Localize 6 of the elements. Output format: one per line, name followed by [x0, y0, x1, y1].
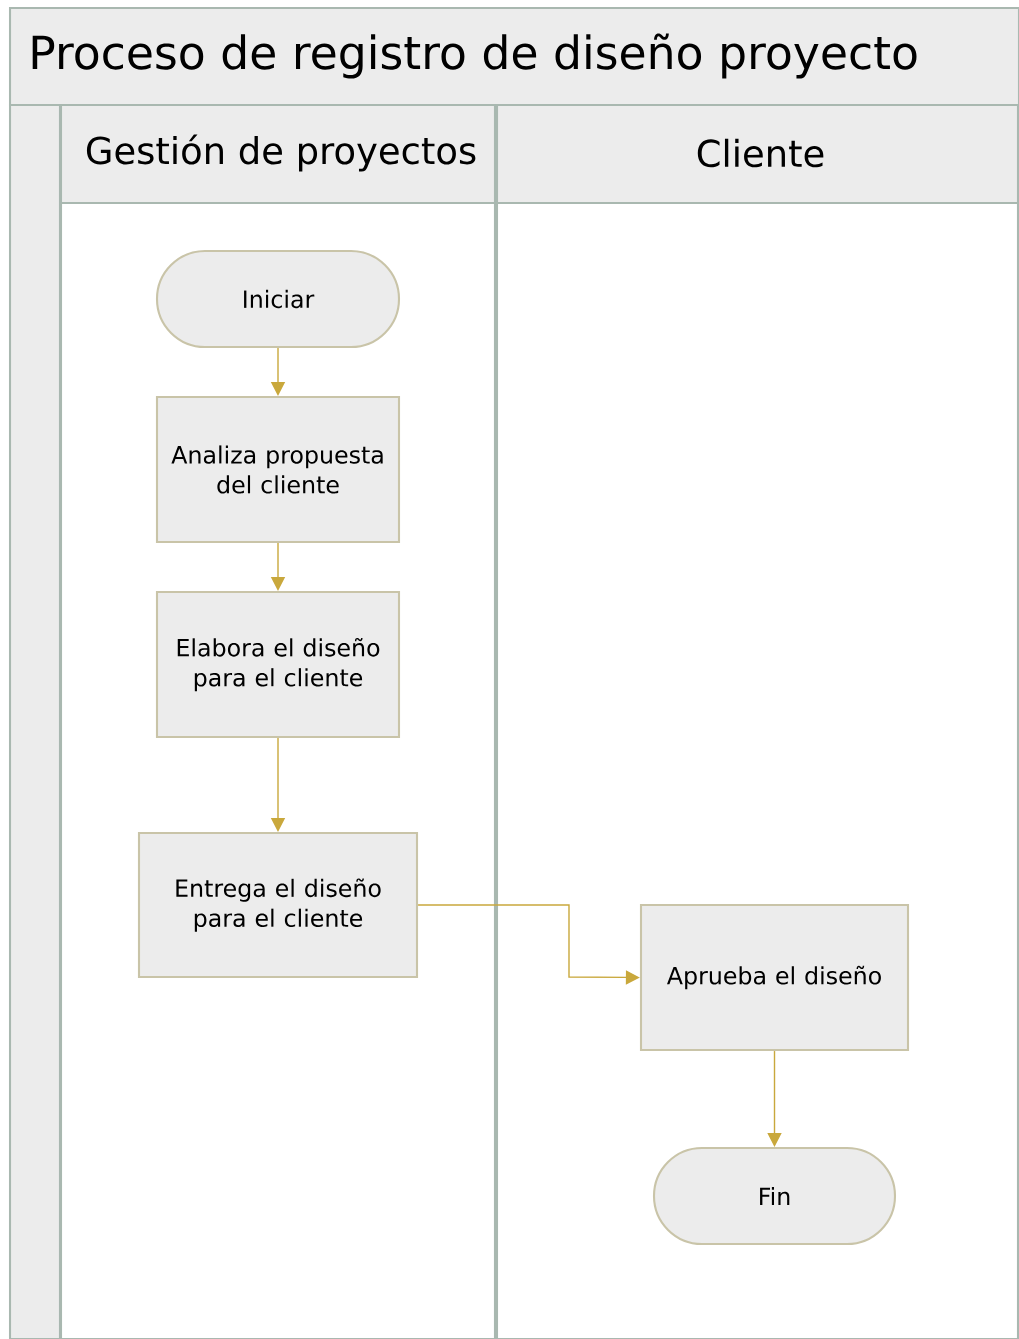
- arrow: [767, 1050, 782, 1147]
- process-box: Aprueba el diseño: [639, 903, 910, 1052]
- process-box: Entrega el diseño para el cliente: [137, 831, 419, 979]
- process-box: Elabora el diseño para el cliente: [155, 590, 401, 739]
- arrow: [417, 904, 640, 985]
- process-box: Analiza propuesta del cliente: [155, 395, 401, 544]
